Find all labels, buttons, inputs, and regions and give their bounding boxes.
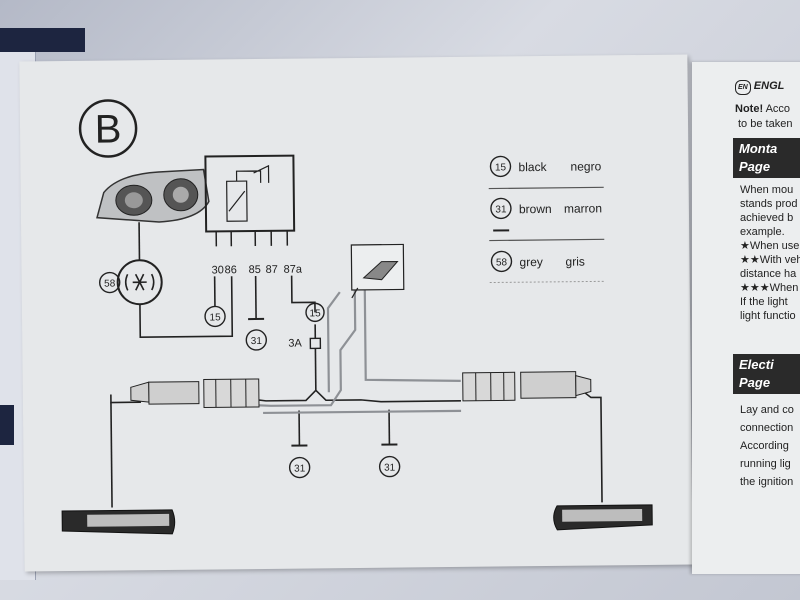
headlight-icon [96, 168, 210, 223]
ground-code-1: 31 [251, 336, 263, 347]
note-label: Note! [735, 103, 764, 115]
section-heading-2-line-2: Page [739, 375, 771, 390]
harness-wires [250, 274, 462, 415]
para1-line-8: If the light [740, 296, 788, 308]
legend-code-1: 15 [495, 162, 507, 173]
relay-icon [204, 154, 296, 247]
pin-30-label: 30 [212, 264, 224, 276]
para1-line-5: ★★With veh [740, 254, 800, 266]
note-line-1: Note! Acco [735, 103, 790, 116]
legend-code-circle-1 [489, 155, 512, 178]
note-line-2: to be taken [738, 118, 793, 130]
notebook-tab-left [0, 405, 14, 445]
para1-line-2: achieved b [740, 212, 794, 224]
lamp-code: 58 [104, 278, 116, 289]
legend-code-circle-2 [490, 197, 512, 220]
legend-code-circle-3 [490, 250, 513, 273]
connector-left [130, 378, 260, 409]
section-heading-1-line-1: Monta [739, 141, 778, 156]
fuse-label: 3A [288, 337, 302, 349]
pin-86-label: 86 [225, 264, 237, 276]
section-heading-2-line-1: Electi [739, 357, 774, 372]
notebook-tab-top [0, 28, 85, 52]
para1-line-7: ★★★When u [740, 282, 800, 294]
ground-code-circle-1 [245, 329, 268, 351]
pin-87a-label: 87a [284, 263, 303, 275]
wiring-lines [110, 222, 603, 508]
para2-line-1: connection [740, 422, 794, 434]
para1-line-1: stands prod [740, 198, 798, 210]
panel-label: B [95, 107, 122, 151]
drl-lamp-left [61, 509, 176, 535]
lamp-code-circle [98, 271, 121, 294]
para1-line-6: distance ha [740, 268, 797, 280]
switch-code-circle-2 [305, 302, 325, 323]
legend-es-1: negro [570, 159, 601, 173]
lang-heading: ENGL [753, 80, 785, 92]
para1-line-0: When mou [740, 184, 794, 196]
para1-line-9: light functio [740, 310, 796, 322]
legend-code-3: 58 [496, 257, 508, 268]
legend-line-2 [489, 238, 605, 242]
section-heading-2: Electi Page [733, 354, 800, 394]
para2-line-3: running lig [740, 458, 791, 470]
ground-code-circle-3 [378, 455, 401, 478]
ground-code-circle-2 [288, 456, 311, 479]
switch-code-circle-1 [204, 305, 226, 328]
note-text-1: Acco [765, 103, 791, 115]
legend-en-3: grey [519, 255, 542, 269]
lang-heading-row: EN ENGL [735, 80, 784, 95]
drl-lamp-right [553, 504, 653, 531]
tape-icon [350, 243, 405, 299]
lang-badge: EN [735, 80, 751, 95]
legend-es-2: marron [564, 201, 602, 215]
para1-line-4: ★When use [740, 240, 800, 252]
para1-line-3: example. [740, 226, 785, 238]
section-heading-1: Monta Page [733, 138, 800, 178]
legend-line-1 [488, 186, 604, 190]
pin-87-label: 87 [266, 264, 278, 276]
legend-es-3: gris [565, 255, 584, 269]
legend-en-1: black [518, 160, 547, 174]
pin-85-label: 85 [249, 264, 261, 276]
panel-label-circle [78, 99, 138, 158]
connector-right [462, 371, 592, 402]
fuse-icon [309, 337, 322, 350]
ground-code-3: 31 [384, 463, 396, 474]
switch-code-2: 15 [309, 308, 321, 319]
section-heading-1-line-2: Page [739, 159, 771, 174]
lamp-symbol-icon [116, 259, 163, 306]
legend-en-2: brown [519, 202, 552, 216]
ground-code-2: 31 [294, 463, 306, 474]
switch-code-1: 15 [209, 312, 221, 323]
legend-code-2: 31 [495, 204, 507, 215]
para2-line-4: the ignition [740, 476, 794, 488]
legend-line-3 [489, 280, 605, 284]
para2-line-0: Lay and co [740, 404, 794, 416]
para2-line-2: According [740, 440, 789, 452]
